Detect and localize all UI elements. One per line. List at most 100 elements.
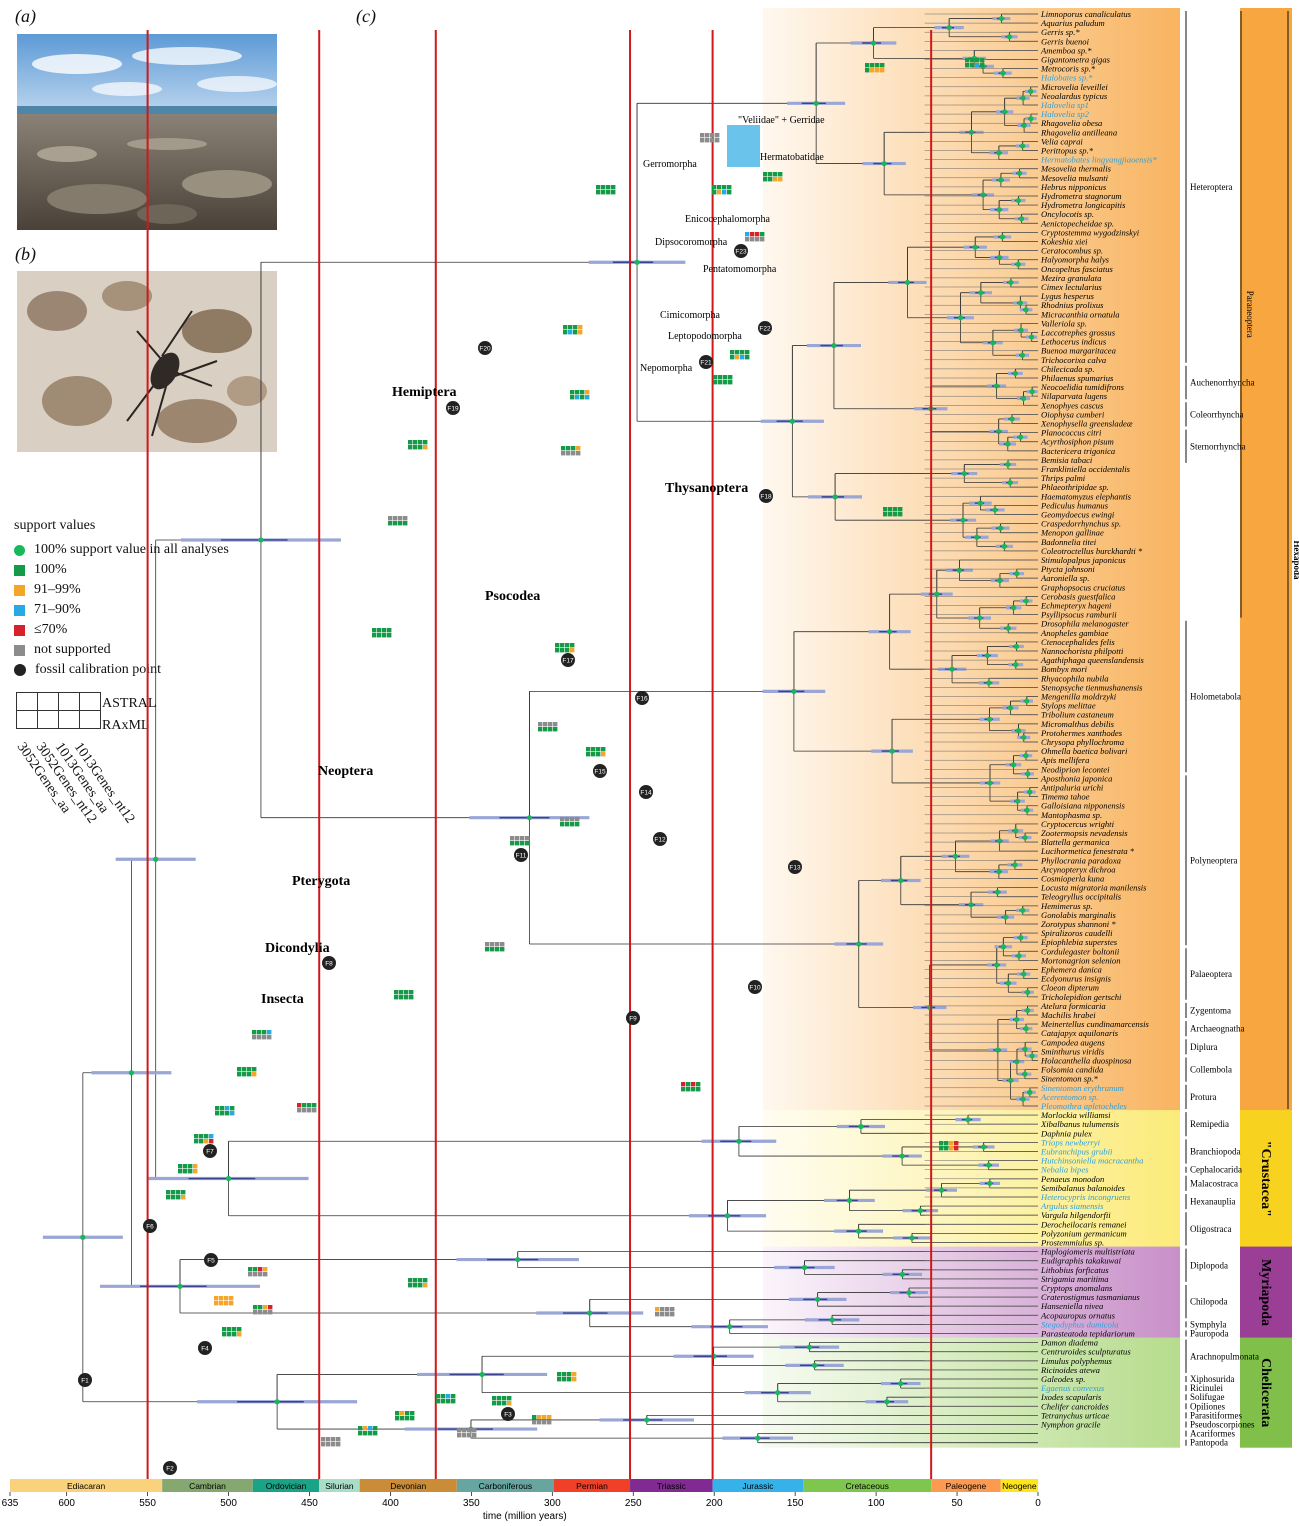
support-cell	[194, 1134, 198, 1138]
support-dot	[973, 245, 978, 250]
support-cell	[606, 185, 610, 189]
support-cell	[898, 512, 902, 516]
period-label: Devonian	[390, 1481, 426, 1491]
support-cell	[575, 390, 579, 394]
support-cell	[567, 1377, 571, 1381]
support-dot	[1013, 828, 1018, 833]
support-cell	[166, 1195, 170, 1199]
support-grid	[596, 185, 615, 194]
fossil-label: F11	[516, 853, 527, 860]
support-cell	[686, 1087, 690, 1091]
group-label: Sternorrhyncha	[1190, 441, 1245, 451]
support-dot	[918, 1208, 923, 1213]
support-cell	[596, 190, 600, 194]
support-cell	[257, 1030, 261, 1034]
support-cell	[171, 1190, 175, 1194]
support-grid	[222, 1327, 241, 1336]
support-cell	[247, 1072, 251, 1076]
support-cell	[204, 1134, 208, 1138]
support-cell	[408, 1278, 412, 1282]
support-cell	[232, 1332, 236, 1336]
support-dot	[1002, 544, 1007, 549]
support-dot	[1009, 416, 1014, 421]
fossil-label: F23	[735, 249, 747, 256]
support-dot	[1030, 389, 1035, 394]
support-cell	[267, 1030, 271, 1034]
support-cell	[543, 722, 547, 726]
support-cell	[975, 63, 979, 67]
support-cell	[229, 1301, 233, 1305]
support-cell	[394, 990, 398, 994]
support-dot	[1023, 1047, 1028, 1052]
support-dot	[1025, 1008, 1030, 1013]
support-grid	[321, 1437, 340, 1446]
support-cell	[538, 727, 542, 731]
support-cell	[525, 841, 529, 845]
support-cell	[965, 63, 969, 67]
support-cell	[565, 822, 569, 826]
support-dot	[1005, 441, 1010, 446]
support-cell	[883, 507, 887, 511]
support-cell	[312, 1103, 316, 1107]
fossil-label: F12	[654, 837, 666, 844]
support-cell	[768, 177, 772, 181]
support-dot	[1005, 462, 1010, 467]
group-label: Collembola	[1190, 1065, 1232, 1075]
support-dot	[1014, 1017, 1019, 1022]
support-dot	[997, 578, 1002, 583]
support-cell	[575, 817, 579, 821]
support-cell	[467, 1433, 471, 1437]
support-dot	[898, 1381, 903, 1386]
support-grid	[655, 1307, 674, 1316]
support-cell	[237, 1327, 241, 1331]
support-dot	[1013, 371, 1018, 376]
support-dot	[962, 471, 967, 476]
period-label: Carboniferous	[479, 1481, 532, 1491]
support-dot	[1027, 1090, 1032, 1095]
support-cell	[750, 232, 754, 236]
support-dot	[899, 1153, 904, 1158]
support-cell	[949, 1141, 953, 1145]
support-grid	[557, 1372, 576, 1381]
clade-name: Leptopodomorpha	[668, 331, 742, 342]
support-cell	[880, 68, 884, 72]
support-dot	[1006, 626, 1011, 631]
support-cell	[735, 350, 739, 354]
support-grid	[730, 350, 749, 359]
support-cell	[730, 350, 734, 354]
support-cell	[875, 68, 879, 72]
support-dot	[527, 815, 532, 820]
support-cell	[570, 390, 574, 394]
support-cell	[965, 58, 969, 62]
fossil-label: F15	[594, 769, 606, 776]
support-dot	[1016, 953, 1021, 958]
support-cell	[980, 58, 984, 62]
support-dot	[833, 494, 838, 499]
support-dot	[958, 315, 963, 320]
support-dot	[1011, 762, 1016, 767]
support-cell	[571, 446, 575, 450]
support-cell	[413, 440, 417, 444]
support-dot	[997, 207, 1002, 212]
support-cell	[400, 1416, 404, 1420]
support-dot	[1018, 435, 1023, 440]
support-cell	[495, 947, 499, 951]
fossil-label: F8	[325, 961, 333, 968]
support-dot	[1020, 143, 1025, 148]
support-cell	[410, 1416, 414, 1420]
support-cell	[377, 633, 381, 637]
support-cell	[888, 512, 892, 516]
support-cell	[472, 1433, 476, 1437]
support-grid	[563, 325, 582, 334]
fossil-label: F3	[504, 1412, 512, 1419]
support-cell	[601, 190, 605, 194]
support-cell	[253, 1305, 257, 1309]
support-grid	[713, 375, 732, 384]
fossil-label: F21	[700, 360, 712, 367]
support-cell	[560, 822, 564, 826]
fossil-label: F7	[206, 1149, 214, 1156]
period-label: Cretaceous	[845, 1481, 888, 1491]
support-cell	[728, 380, 732, 384]
support-cell	[722, 185, 726, 189]
fossil-label: F1	[81, 1378, 89, 1385]
